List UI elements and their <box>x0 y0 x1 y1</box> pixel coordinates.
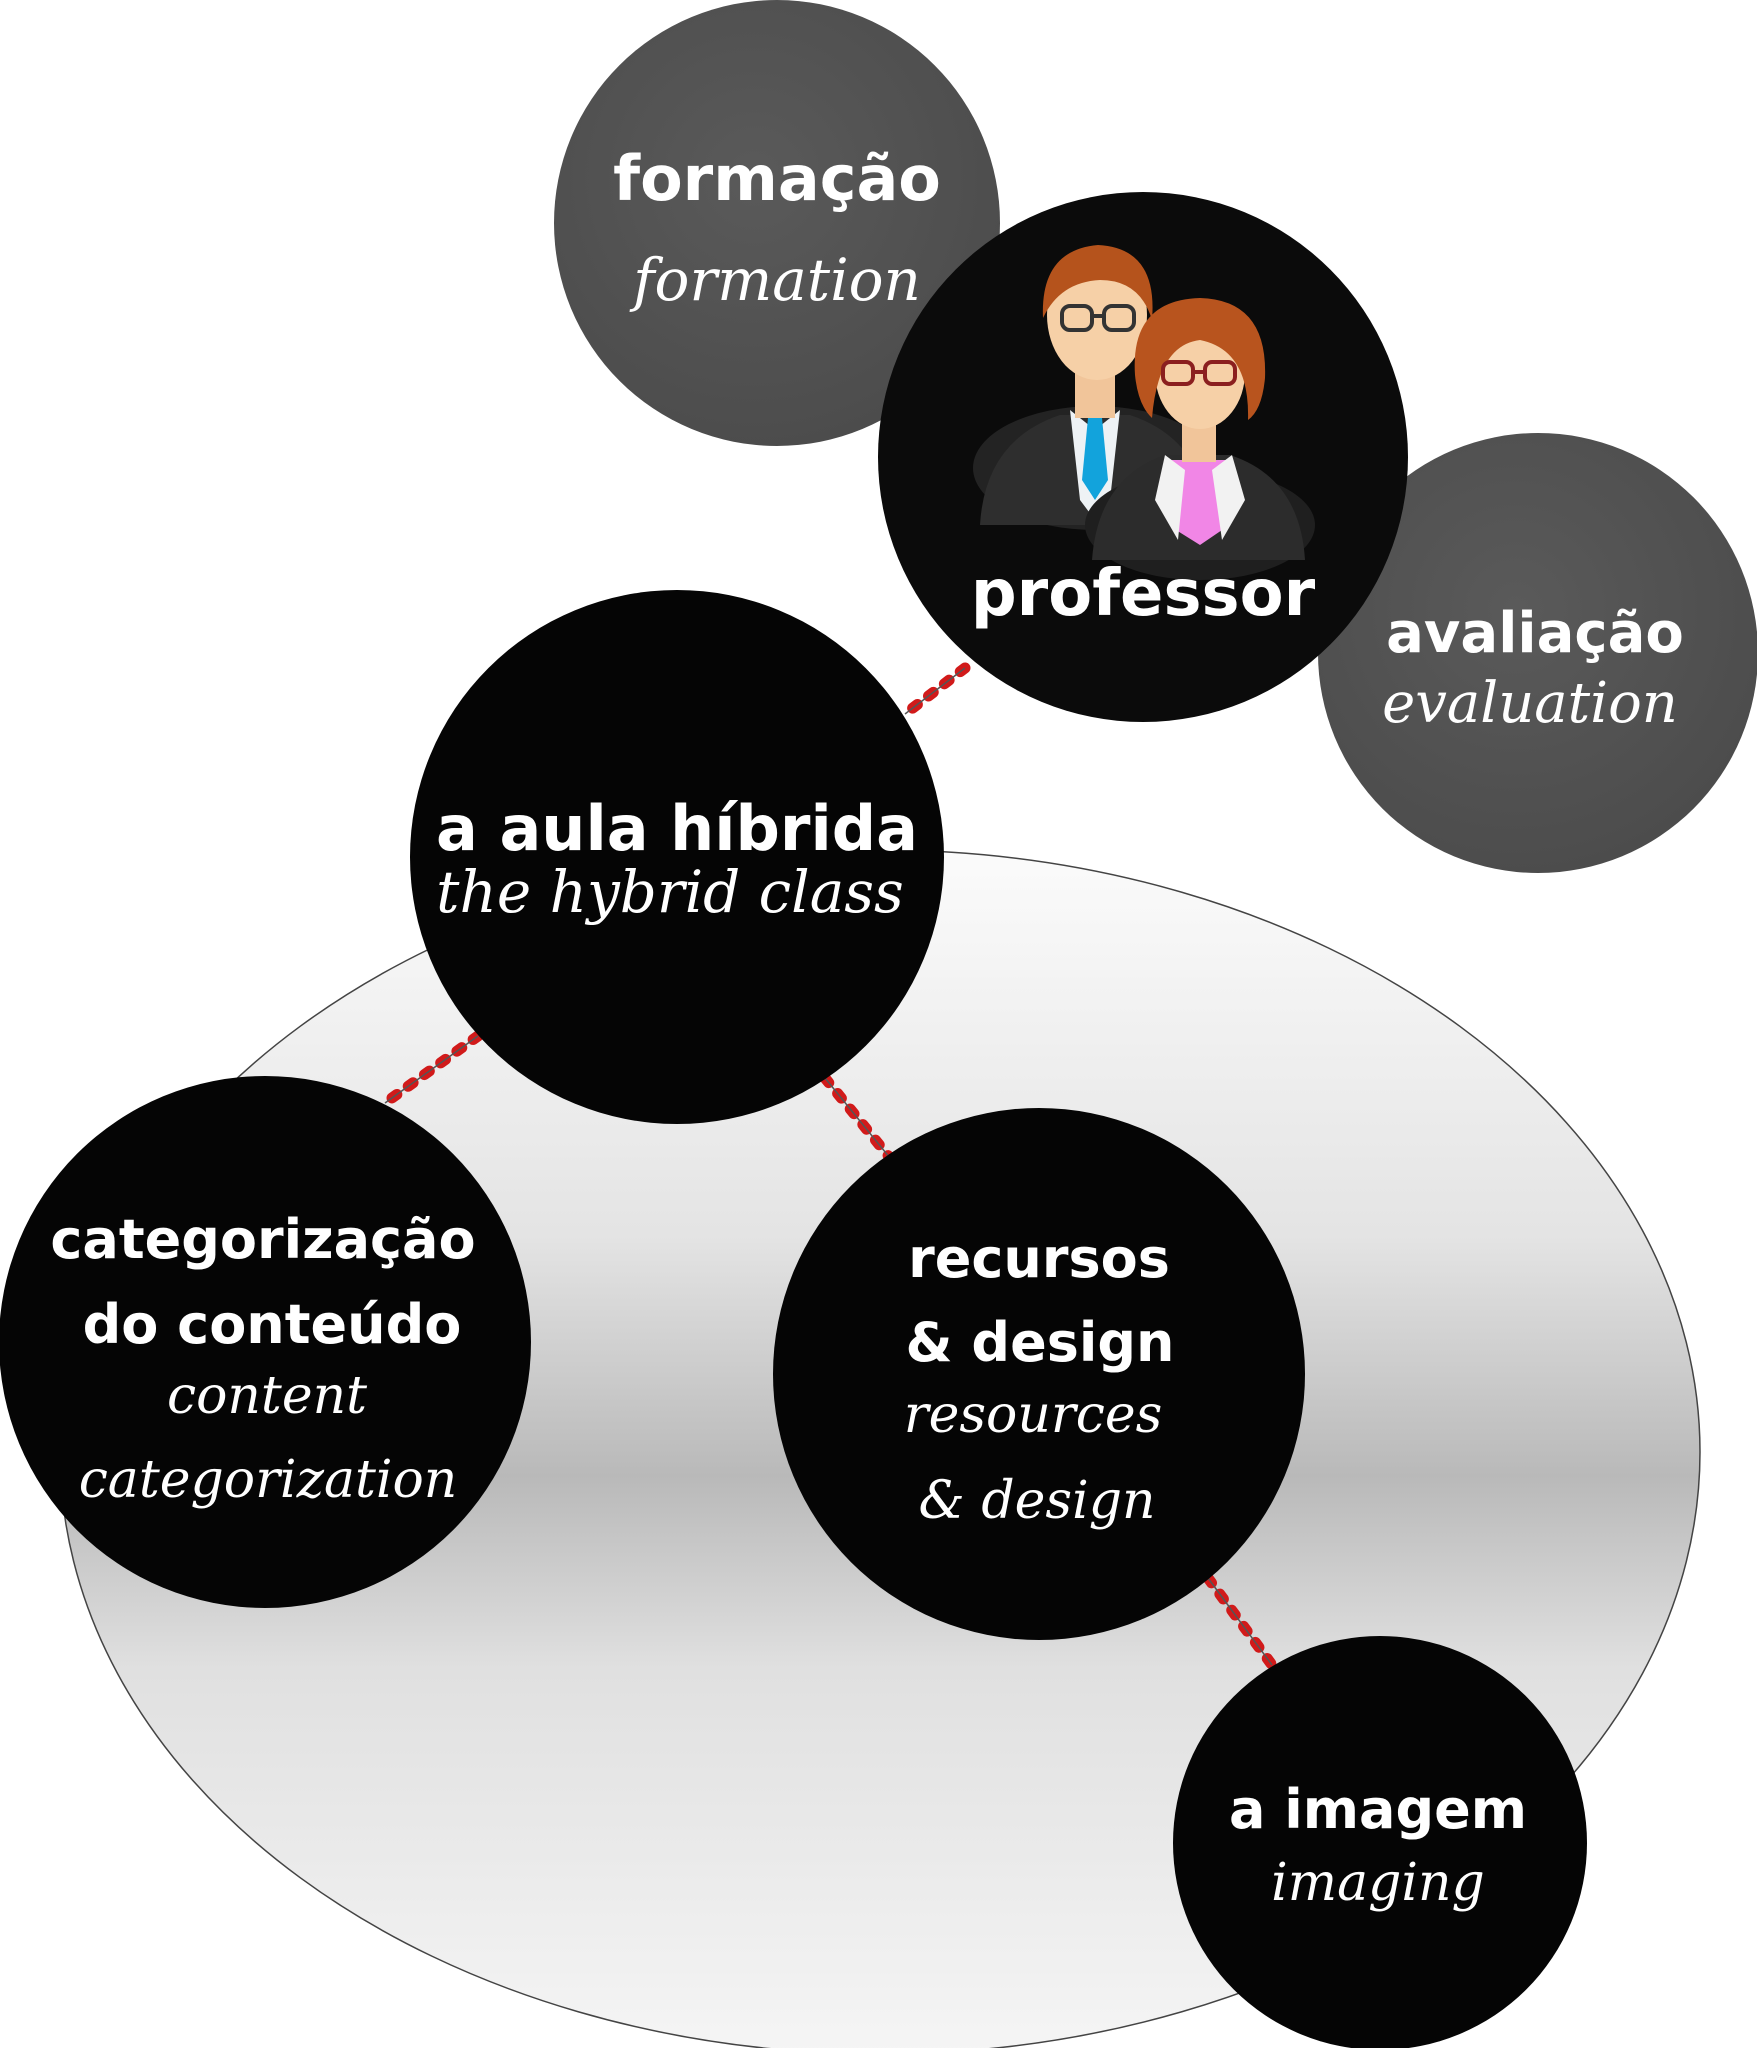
categorizacao-sublabel-line2: categorization <box>79 1450 458 1510</box>
node-formacao: formação formation <box>554 0 1000 446</box>
aula-hibrida-sublabel: the hybrid class <box>436 858 904 926</box>
recursos-sublabel-line1: resources <box>904 1385 1163 1445</box>
node-avaliacao: avaliação evaluation <box>1318 433 1757 873</box>
node-categorizacao: categorização do conteúdo content catego… <box>0 1076 531 1608</box>
node-recursos: recursos & design resources & design <box>773 1108 1305 1640</box>
teachers-icon <box>973 245 1315 580</box>
categorizacao-label-line1: categorização <box>50 1208 475 1271</box>
node-professor: professor <box>878 192 1408 722</box>
formacao-sublabel: formation <box>629 246 921 314</box>
professor-label: professor <box>971 557 1316 631</box>
imagem-sublabel: imaging <box>1271 1853 1485 1913</box>
recursos-sublabel-line2: & design <box>919 1471 1156 1531</box>
imagem-label: a imagem <box>1229 1778 1527 1841</box>
node-aula-hibrida: a aula híbrida the hybrid class <box>410 590 944 1124</box>
avaliacao-label: avaliação <box>1386 601 1684 666</box>
formacao-label: formação <box>613 142 941 215</box>
categorizacao-label-line2: do conteúdo <box>83 1293 462 1356</box>
aula-hibrida-label: a aula híbrida <box>436 792 918 865</box>
node-imagem: a imagem imaging <box>1173 1636 1587 2048</box>
recursos-label-line2: & design <box>906 1311 1175 1374</box>
categorizacao-sublabel-line1: content <box>167 1366 367 1426</box>
avaliacao-sublabel: evaluation <box>1382 671 1678 736</box>
recursos-label-line1: recursos <box>908 1227 1170 1290</box>
